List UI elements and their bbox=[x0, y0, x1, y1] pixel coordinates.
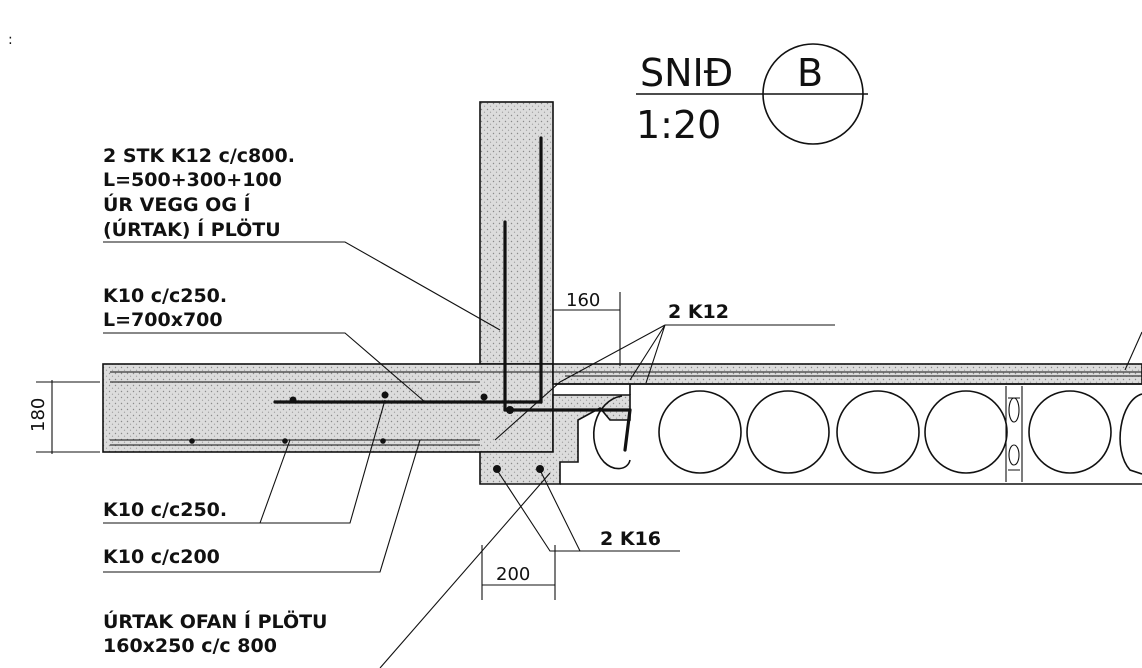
topping bbox=[552, 363, 1142, 385]
note-beam-k16: 2 K16 bbox=[600, 528, 661, 550]
section-label: SNIÐ bbox=[640, 51, 733, 95]
note-wall-bars-2: L=500+300+100 bbox=[103, 169, 282, 191]
note-corner-bars-1: K10 c/c250. bbox=[103, 285, 227, 307]
dimensions: 180 160 200 bbox=[28, 290, 621, 600]
dim-slab-thickness: 180 bbox=[28, 398, 49, 432]
leaders bbox=[103, 241, 1142, 668]
note-corner-bars-2: L=700x700 bbox=[103, 309, 223, 331]
annotations: 2 STK K12 c/c800. L=500+300+100 ÚR VEGG … bbox=[103, 145, 729, 657]
note-wall-bars-1: 2 STK K12 c/c800. bbox=[103, 145, 295, 167]
left-slab bbox=[102, 363, 554, 453]
corner-mark: : bbox=[8, 32, 13, 48]
hollowcore-plank bbox=[555, 383, 1142, 485]
note-recess-2: 160x250 c/c 800 bbox=[103, 635, 277, 657]
note-bottom-k10-200: K10 c/c200 bbox=[103, 546, 220, 568]
dim-beam-width: 200 bbox=[496, 564, 530, 585]
section-circle bbox=[762, 43, 864, 145]
dim-recess-width: 160 bbox=[566, 290, 600, 311]
title-block: SNIÐ 1:20 B bbox=[636, 43, 868, 147]
section-letter: B bbox=[797, 51, 823, 95]
note-bottom-k10-250: K10 c/c250. bbox=[103, 499, 227, 521]
note-recess-1: ÚRTAK OFAN Í PLÖTU bbox=[103, 609, 327, 633]
scale-label: 1:20 bbox=[636, 103, 721, 147]
note-wall-bars-4: (ÚRTAK) Í PLÖTU bbox=[103, 217, 281, 241]
note-top-k12: 2 K12 bbox=[668, 301, 729, 323]
hollow-cores bbox=[593, 386, 1142, 482]
rebar bbox=[110, 136, 1142, 473]
note-wall-bars-3: ÚR VEGG OG Í bbox=[103, 192, 251, 216]
